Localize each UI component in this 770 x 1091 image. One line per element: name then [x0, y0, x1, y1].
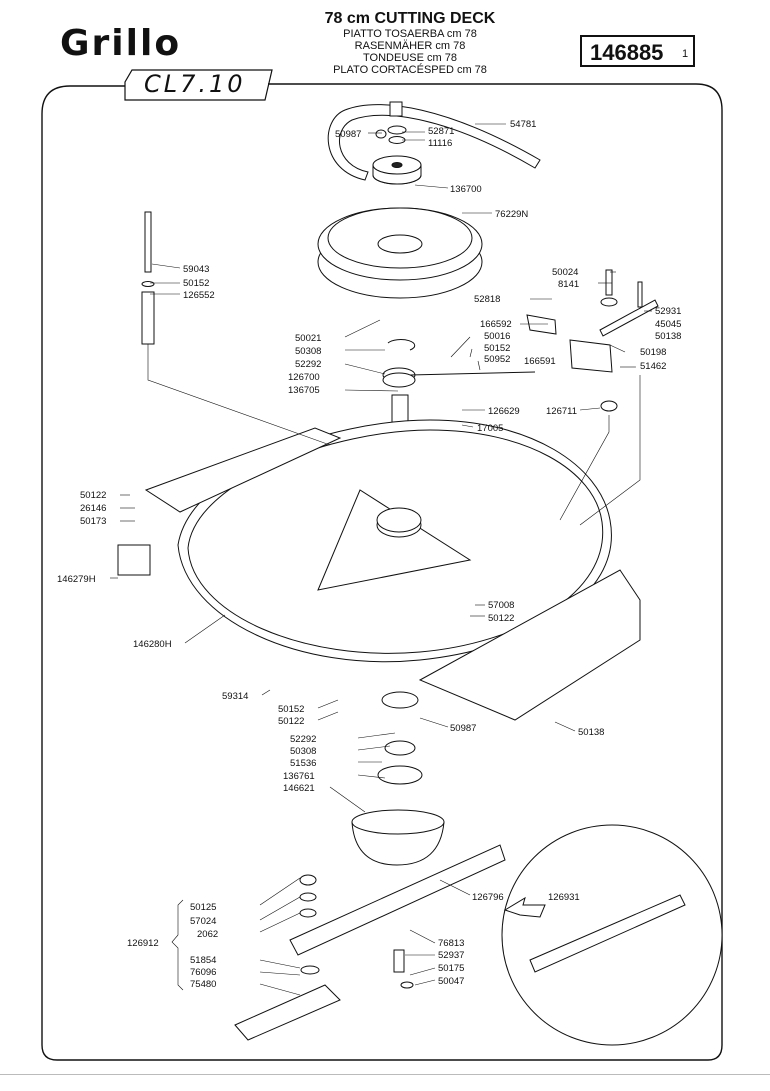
part-label: 52937	[438, 950, 464, 961]
part-label: 50173	[80, 516, 106, 527]
lower-hub-part	[377, 765, 423, 785]
part-label: 126629	[488, 406, 520, 417]
part-label: 2062	[197, 929, 218, 940]
part-label: 50122	[80, 490, 106, 501]
subtitle-spanish: PLATO CORTACÉSPED cm 78	[333, 64, 487, 76]
drawing-number: 146885	[590, 40, 664, 65]
part-label: 126552	[183, 290, 215, 301]
long-bolt-part	[144, 211, 152, 273]
model-label: CL7.10	[144, 70, 246, 98]
belt-part	[327, 104, 541, 181]
diagram-title: 78 cm CUTTING DECK	[324, 10, 496, 27]
part-label: 50024	[552, 267, 578, 278]
part-label: 51462	[640, 361, 666, 372]
part-label: 126912	[127, 938, 159, 949]
part-label: 50198	[640, 347, 666, 358]
subtitle-german: RASENMÄHER cm 78	[354, 40, 466, 52]
part-label: 136761	[283, 771, 315, 782]
part-label: 146621	[283, 783, 315, 794]
part-label: 166591	[524, 356, 556, 367]
part-label: 50047	[438, 976, 464, 987]
part-label: 50152	[278, 704, 304, 715]
model-tag-frame	[124, 69, 273, 101]
part-label: 166592	[480, 319, 512, 330]
part-label: 50138	[655, 331, 681, 342]
spacer-part	[141, 291, 155, 345]
part-label: 50987	[335, 129, 361, 140]
part-label: 50021	[295, 333, 321, 344]
border-frame	[41, 83, 723, 1061]
part-label: 76813	[438, 938, 464, 949]
nut-part	[375, 129, 387, 139]
part-label: 8141	[558, 279, 579, 290]
discharge-guard-part	[418, 569, 641, 721]
part-label: 57024	[190, 916, 216, 927]
part-label: 136700	[450, 184, 482, 195]
part-label: 76229N	[495, 209, 528, 220]
part-label: 11116	[428, 138, 452, 149]
part-label: 50308	[295, 346, 321, 357]
bracket-part	[526, 314, 557, 335]
part-label: 54781	[510, 119, 536, 130]
tensioner-bracket-part	[569, 339, 613, 373]
part-label: 59043	[183, 264, 209, 275]
part-label: 50987	[450, 723, 476, 734]
part-label: 50175	[438, 963, 464, 974]
washer-part	[387, 125, 407, 135]
part-label: 52292	[290, 734, 316, 745]
drawing-number-box: 146885 1	[580, 35, 695, 67]
part-label: 136705	[288, 385, 320, 396]
part-label: 75480	[190, 979, 216, 990]
part-label: 126700	[288, 372, 320, 383]
part-label: 52292	[295, 359, 321, 370]
part-label: 146279H	[57, 574, 96, 585]
part-label: 52871	[428, 126, 454, 137]
brand-logo: Grillo	[60, 23, 182, 64]
part-label: 50952	[484, 354, 510, 365]
part-label: 126711	[546, 406, 577, 417]
part-label: 50016	[484, 331, 510, 342]
part-label: 126931	[548, 892, 580, 903]
mulching-blade-part	[234, 984, 341, 1041]
subtitle-french: TONDEUSE cm 78	[363, 52, 457, 64]
spring-part	[599, 299, 659, 337]
part-label: 51536	[290, 758, 316, 769]
part-label: 45045	[655, 319, 681, 330]
part-label: 50152	[183, 278, 209, 289]
part-label: 126796	[472, 892, 504, 903]
part-label: 57008	[488, 600, 514, 611]
part-label: 17005	[477, 423, 503, 434]
part-label: 50122	[278, 716, 304, 727]
page-footer-strip	[0, 1074, 770, 1091]
part-label: 50125	[190, 902, 216, 913]
bolt-part	[389, 101, 403, 117]
sheet-number: 1	[682, 48, 689, 60]
part-label: 52931	[655, 306, 681, 317]
part-label: 50152	[484, 343, 510, 354]
part-label: 26146	[80, 503, 106, 514]
subtitle-italian: PIATTO TOSAERBA cm 78	[343, 28, 477, 40]
part-label: 50308	[290, 746, 316, 757]
part-label: 59314	[222, 691, 248, 702]
part-label: 76096	[190, 967, 216, 978]
part-label: 51854	[190, 955, 216, 966]
part-label: 146280H	[133, 639, 172, 650]
blade-part	[289, 844, 506, 956]
left-bracket-part	[144, 427, 342, 513]
part-label: 52818	[474, 294, 500, 305]
part-label: 50122	[488, 613, 514, 624]
part-label: 50138	[578, 727, 604, 738]
